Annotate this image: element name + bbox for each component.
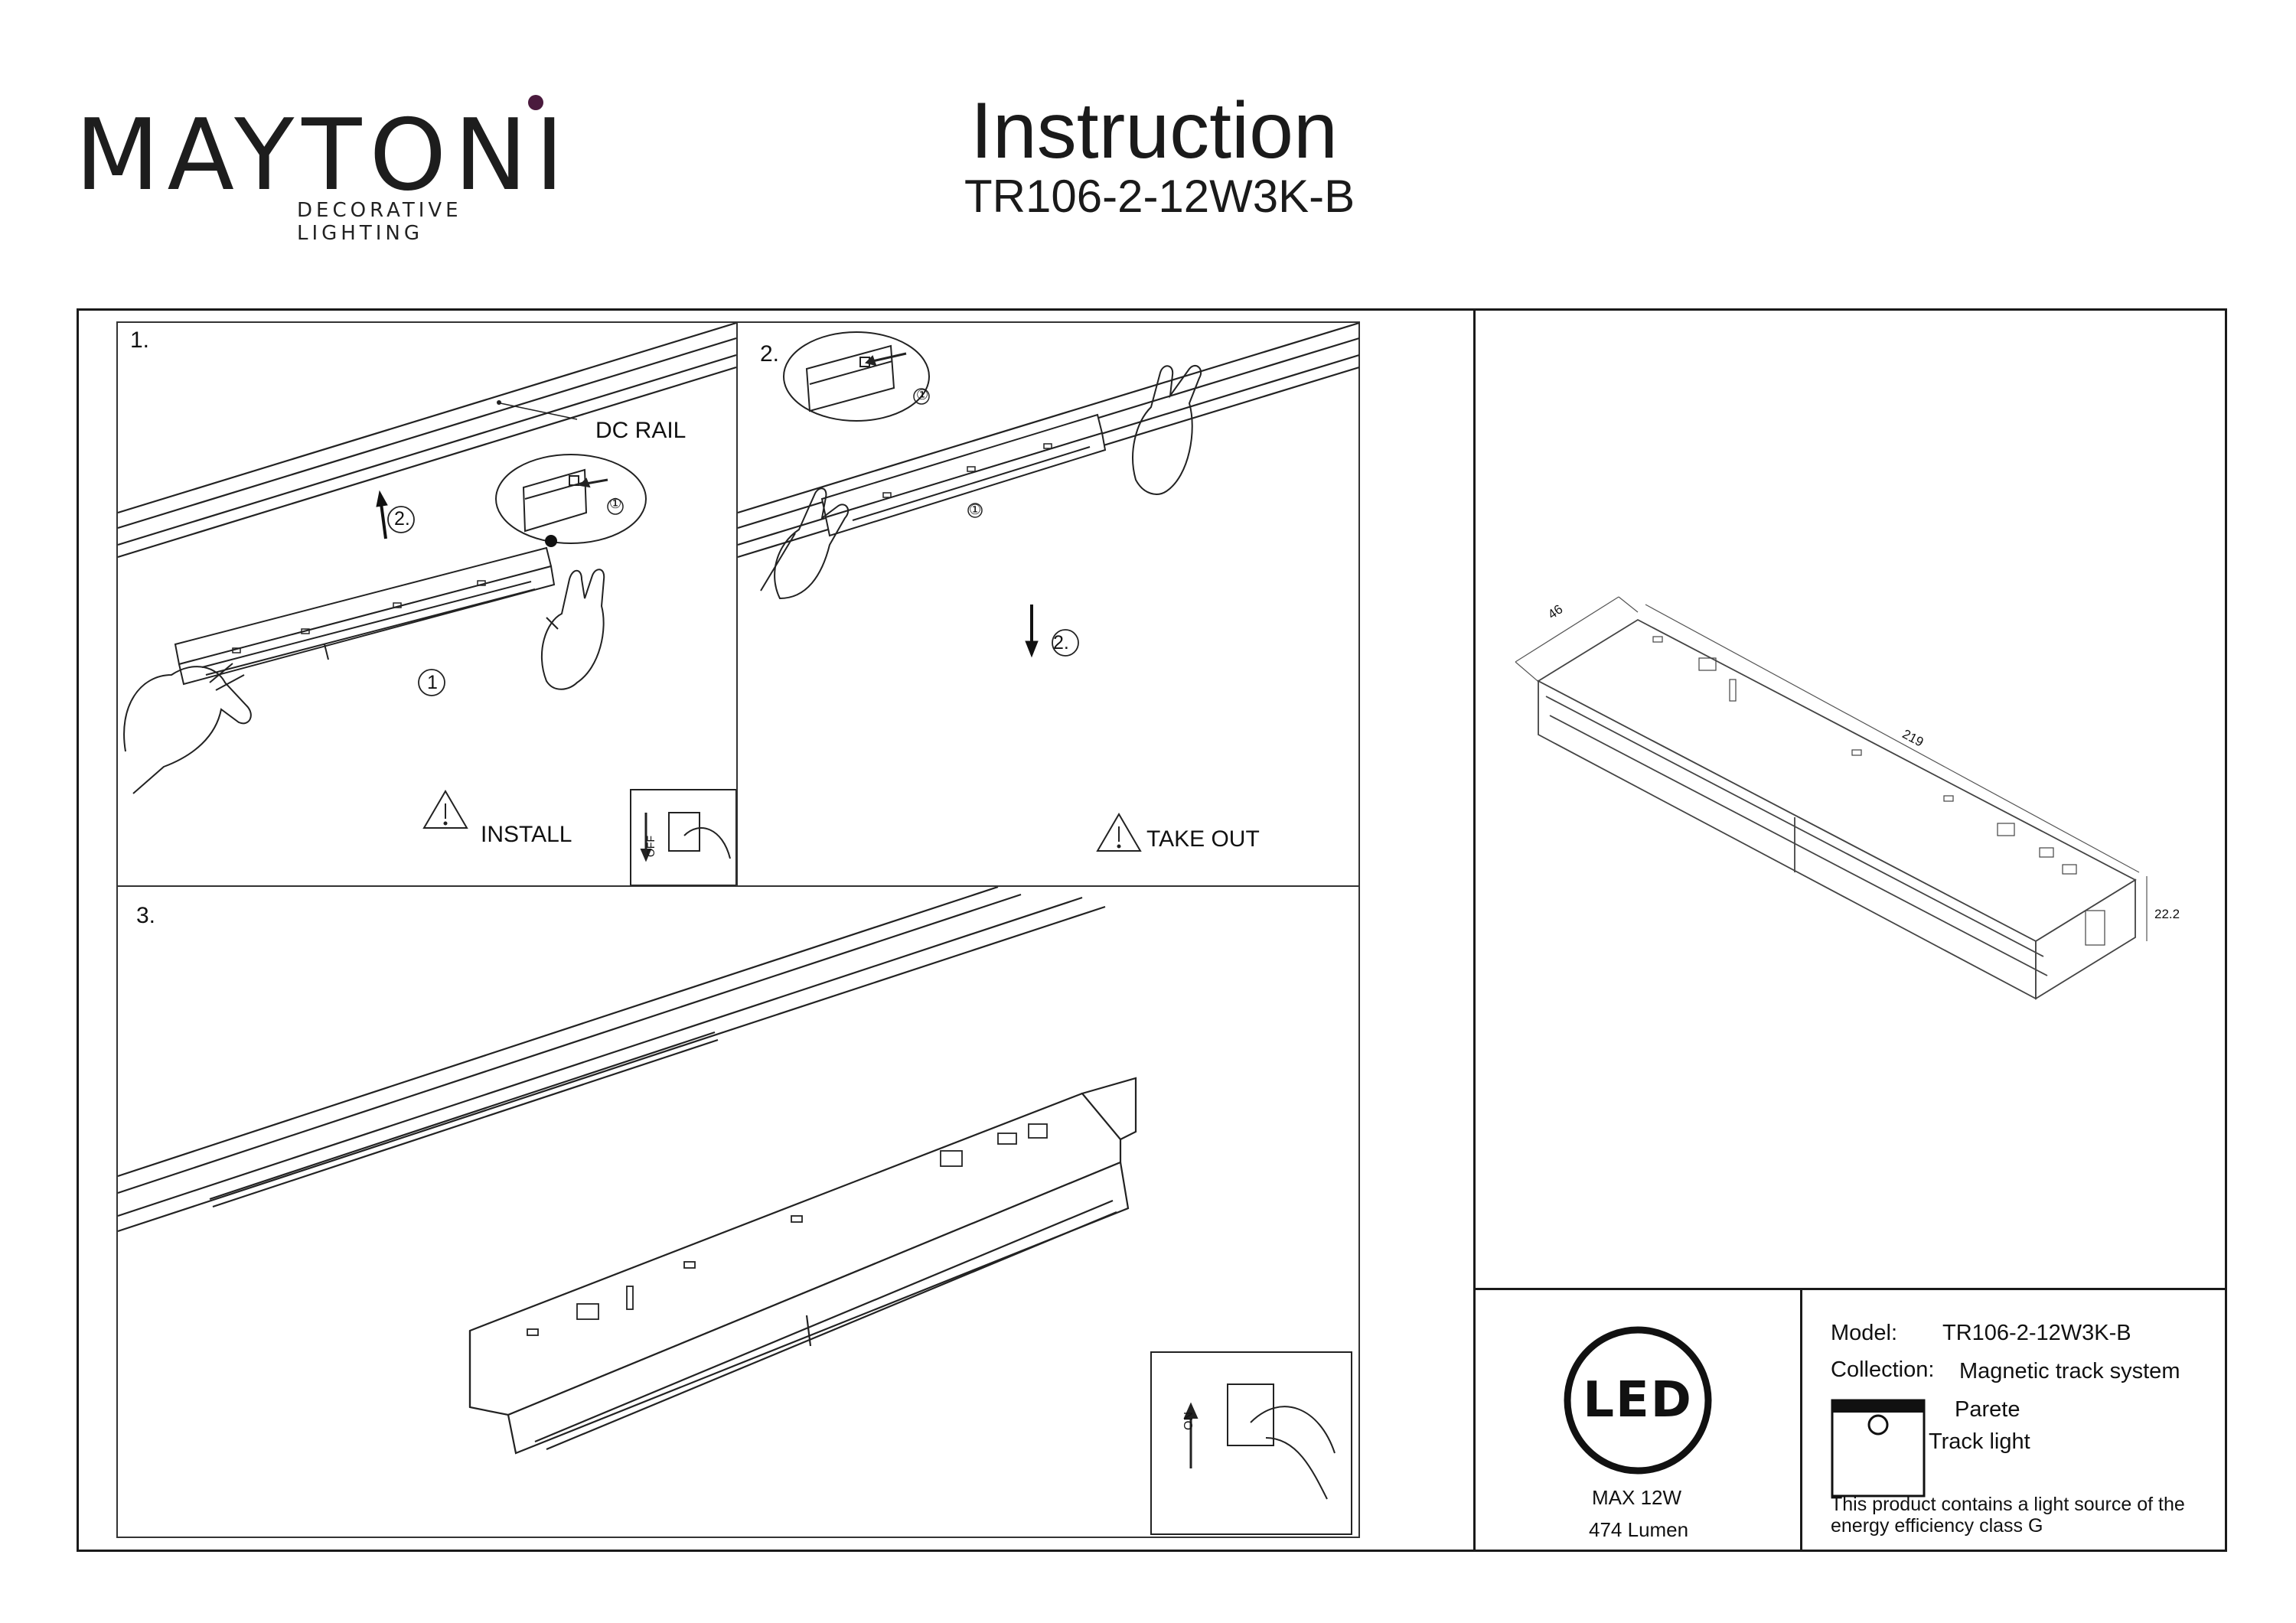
product-type: Track light — [1929, 1429, 2030, 1454]
collection-label: Collection: — [1831, 1357, 1935, 1382]
step2-part-label: ① — [969, 502, 982, 517]
steps-divider-horizontal — [116, 885, 1360, 887]
steps-panel — [116, 321, 1360, 1538]
warning-triangle-icon — [422, 790, 468, 829]
energy-note-line2: energy efficiency class G — [1831, 1515, 2043, 1537]
dimension-height-label: 22.2 — [2154, 907, 2180, 921]
take-out-warning-label: TAKE OUT — [1146, 826, 1260, 852]
step1-dc-rail — [118, 323, 736, 559]
page-title: Instruction — [970, 86, 1338, 175]
track-light-icon — [1831, 1399, 1926, 1498]
switch-on-label: ON — [1182, 1412, 1195, 1430]
step2-luminaire — [820, 413, 1107, 537]
page-model-code: TR106-2-12W3K-B — [964, 171, 1355, 222]
brand-name: MAYTONI — [75, 99, 572, 213]
step1-detail-callout — [495, 454, 647, 544]
switch-off-label: OFF — [644, 836, 657, 857]
led-badge-icon — [1564, 1326, 1712, 1475]
logo-accent-dot — [528, 95, 543, 110]
install-warning-label: INSTALL — [481, 822, 572, 847]
step2-detail-callout — [783, 331, 930, 422]
warning-triangle-icon — [1096, 813, 1142, 852]
led-badge-text: LED — [1583, 1372, 1693, 1429]
step1-illustration — [118, 323, 736, 885]
model-label: Model: — [1831, 1321, 1898, 1345]
model-value: TR106-2-12W3K-B — [1942, 1321, 2131, 1345]
step2-arrow-label: 2. — [1053, 632, 1069, 653]
arrow-up-icon — [376, 490, 388, 539]
frame-divider-vertical — [1473, 308, 1476, 1552]
luminaire-outline — [1537, 618, 2137, 1000]
step2-illustration — [738, 323, 1359, 852]
dimension-drawing — [1515, 596, 2148, 1000]
step2-number: 2. — [760, 341, 780, 367]
step1-luminaire — [174, 546, 556, 686]
series-name: Parete — [1955, 1397, 2020, 1422]
lumen-output: 474 Lumen — [1589, 1518, 1689, 1541]
step2-detail-label: ① — [916, 387, 929, 402]
hand-icon — [1132, 364, 1202, 495]
dc-rail-label: DC RAIL — [595, 418, 687, 443]
step3-dc-rail — [118, 887, 1106, 1233]
step1-arrow-label: 2. — [394, 508, 410, 530]
step3-number: 3. — [136, 903, 156, 928]
step1-detail-label: ① — [609, 496, 622, 511]
step1-part-label: 1 — [427, 672, 438, 693]
step3-luminaire — [468, 1077, 1137, 1455]
instruction-sheet-frame — [77, 308, 2227, 1552]
arrow-down-icon — [1025, 605, 1039, 658]
switch-on-inset — [1150, 1351, 1352, 1535]
step1-number: 1. — [130, 328, 150, 353]
hand-icon — [540, 569, 605, 690]
switch-off-inset — [630, 789, 736, 885]
brand-tagline: DECORATIVE LIGHTING — [297, 199, 462, 245]
step3-illustration — [118, 887, 1352, 1535]
max-power: MAX 12W — [1592, 1486, 1682, 1509]
hand-icon — [760, 487, 850, 600]
frame-divider-footer — [1473, 1288, 2227, 1290]
hand-icon — [123, 663, 252, 794]
brand-logo: MAYTONI DECORATIVE LIGHTING — [75, 95, 565, 245]
steps-divider-vertical — [736, 321, 738, 886]
energy-note-line1: This product contains a light source of … — [1831, 1494, 2185, 1515]
collection-value: Magnetic track system — [1959, 1359, 2180, 1383]
footer-divider — [1800, 1288, 1802, 1552]
